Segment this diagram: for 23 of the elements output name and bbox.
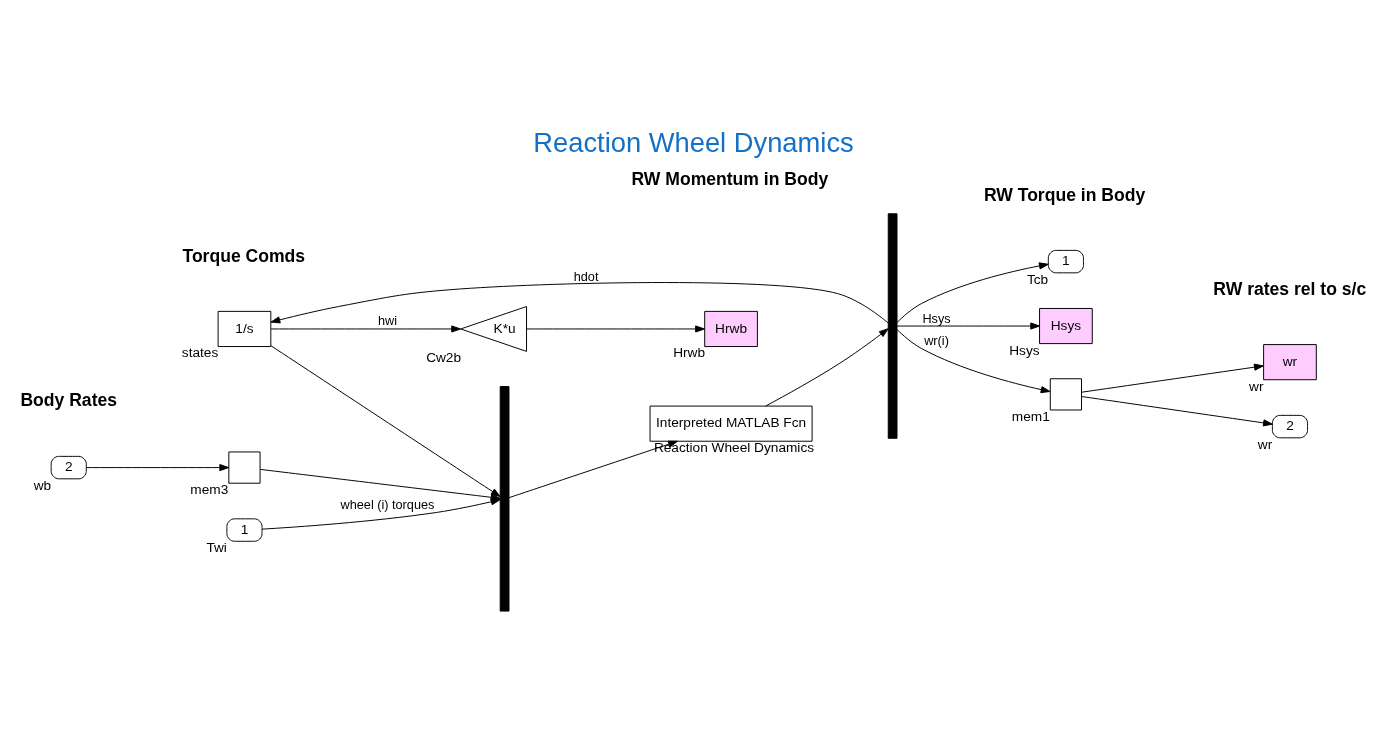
label: RW Torque in Body: [983, 183, 1146, 204]
edge-label: Hsys: [922, 311, 951, 326]
node-label: Twi: [206, 539, 227, 555]
edge-label: wheel (i) torques: [340, 497, 435, 512]
node-label: Hsys: [1009, 342, 1040, 358]
node-label: mem3: [190, 481, 229, 497]
label: RW rates rel to s/c: [1213, 278, 1367, 299]
label: RW Momentum in Body: [631, 168, 829, 189]
node-label: Reaction Wheel Dynamics: [653, 439, 815, 455]
node-label: Tcb: [1026, 271, 1049, 287]
label: Body Rates: [20, 389, 118, 410]
edge-label: hwi: [377, 313, 397, 328]
node-label: states: [181, 344, 219, 360]
node-label: Cw2b: [426, 349, 462, 365]
label: Torque Comds: [182, 245, 306, 266]
node-label: wr: [1249, 378, 1264, 394]
edge-label: hdot: [573, 269, 599, 284]
node-label: Hrwb: [673, 344, 706, 360]
node-label: wr: [1257, 436, 1273, 452]
diagram-title: Reaction Wheel Dynamics: [533, 126, 854, 158]
node-label: wb: [33, 477, 52, 493]
edge-label: wr(i): [924, 333, 949, 348]
node-label: mem1: [1011, 408, 1050, 424]
